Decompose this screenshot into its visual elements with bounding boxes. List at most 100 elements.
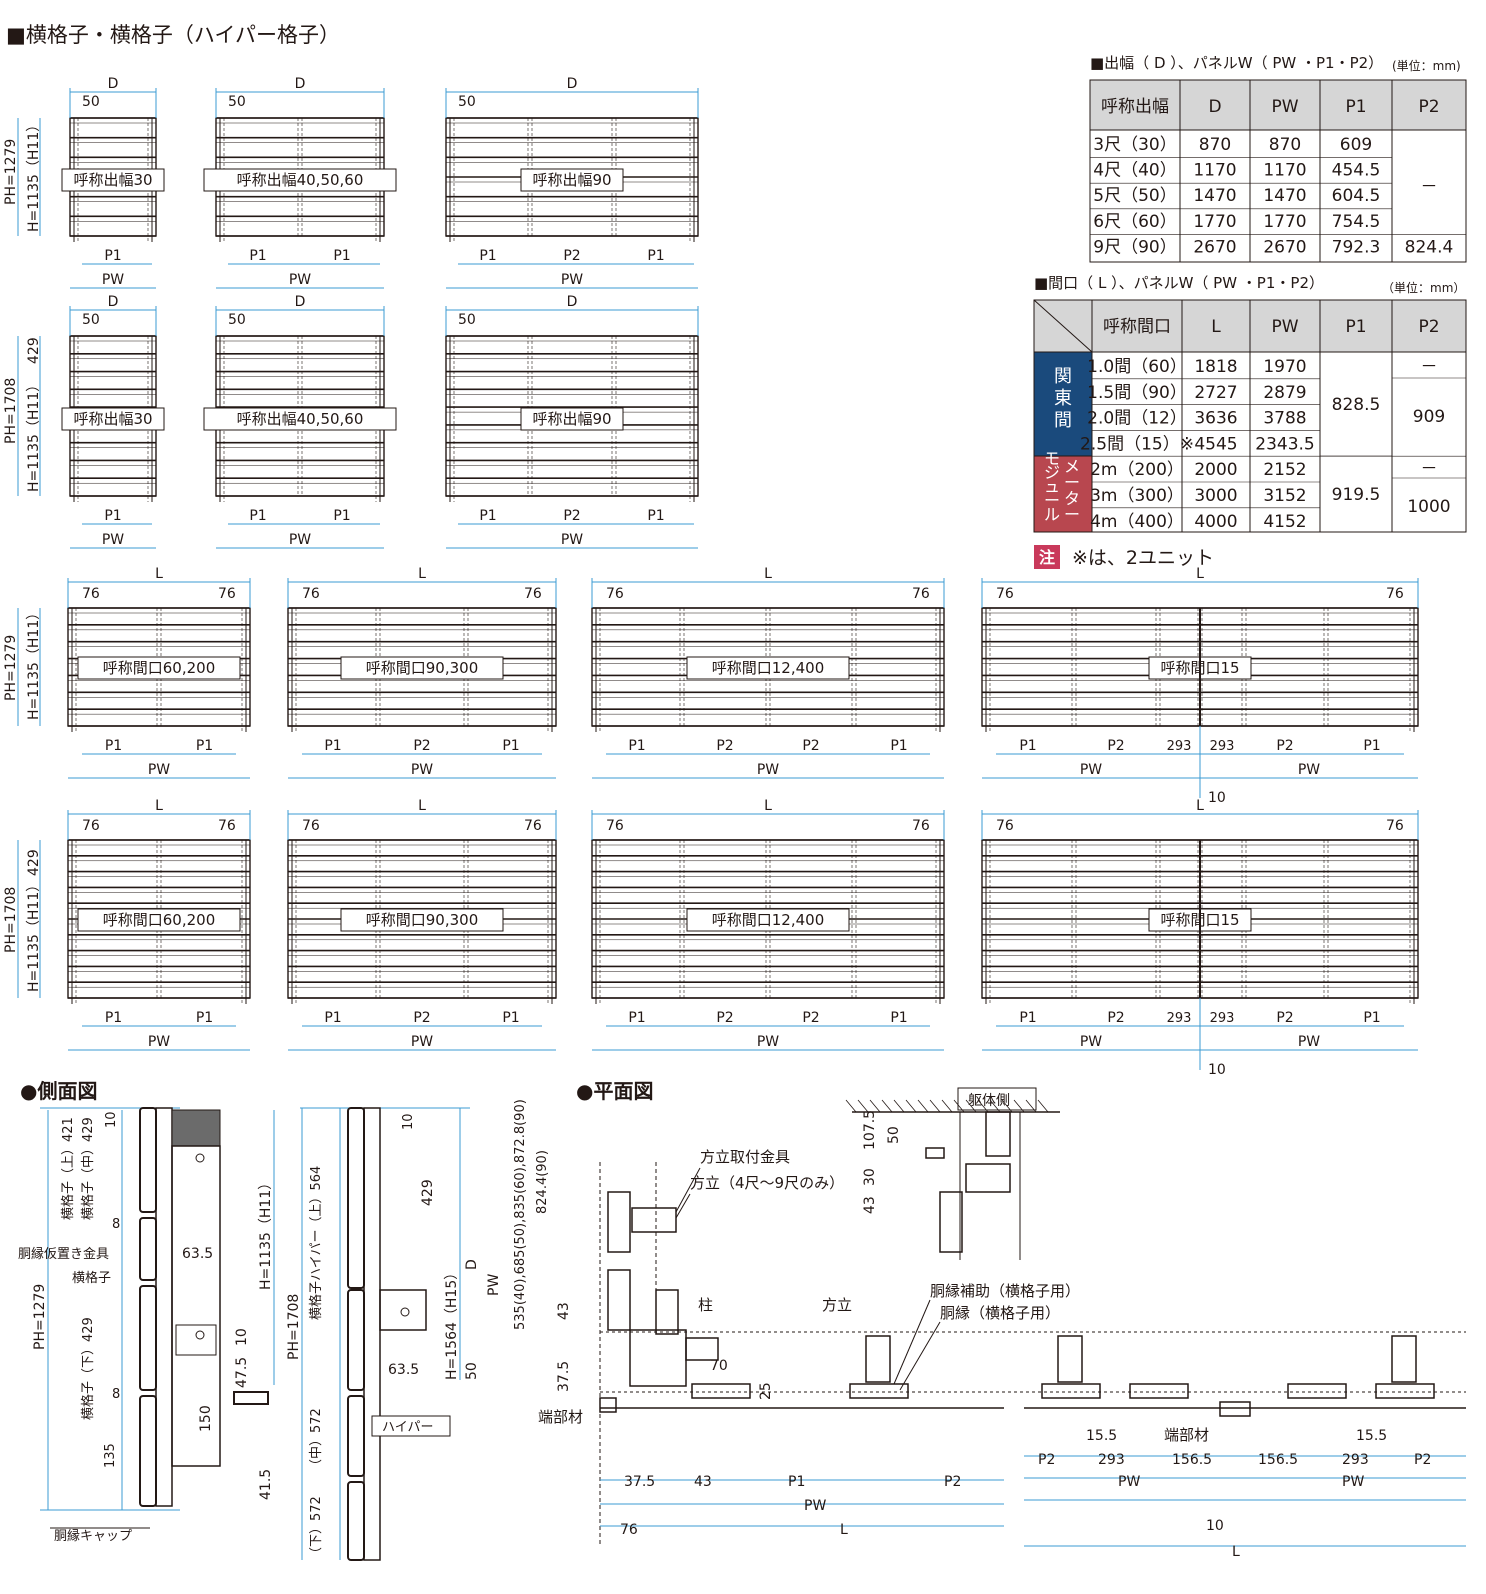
l-panel-r1-c1-p2: P1 xyxy=(502,1010,519,1026)
l-panel-r1-c3-p2: 293 xyxy=(1167,1011,1192,1026)
l-panel-r1-c1-76a: 76 xyxy=(302,818,320,834)
l-panel-r1-c2-76b: 76 xyxy=(912,818,930,834)
table2-p2-dash2: － xyxy=(1421,459,1438,479)
table1-cell-4-4: 824.4 xyxy=(1405,237,1454,257)
side-view-title: ●側面図 xyxy=(20,1079,97,1103)
l-panel-r1-c2-label: 呼称間口12,400 xyxy=(712,911,825,929)
side-ph1279: PH=1279 xyxy=(32,1284,48,1350)
table2-p2-dash1: － xyxy=(1421,357,1438,377)
d-row0-ph: PH=1279 xyxy=(3,139,19,205)
l-panel-r0-c0: 呼称間口60,200 xyxy=(67,607,251,732)
plan-d50b: 50 xyxy=(464,1362,480,1380)
table2-cell-3-0: 2.5間（15）※ xyxy=(1080,434,1194,454)
l-panel-r1-c0-p0: P1 xyxy=(105,1010,122,1026)
plan-PW: PW xyxy=(804,1498,826,1514)
l-panel-r0-c0-76b: 76 xyxy=(218,586,236,602)
d-panel-r1-c0-p0: P1 xyxy=(104,508,121,524)
l-row0-h: H=1135（H11） xyxy=(26,606,42,720)
table1-cell-2-1: 1470 xyxy=(1193,186,1236,206)
table1-cell-1-2: 1170 xyxy=(1263,161,1306,181)
d-panel-r0-c2-label: 呼称出幅90 xyxy=(532,171,611,189)
table2-group1: 関東間 xyxy=(1054,366,1072,431)
plan-d76: 76 xyxy=(620,1522,638,1538)
l-panel-r1-c1-L: L xyxy=(418,798,426,814)
l-panel-r1-c3-10: 10 xyxy=(1208,1062,1226,1078)
d-row1-h: H=1135（H11） xyxy=(26,378,42,492)
table2-cell-4-0: 2m（200） xyxy=(1090,460,1184,480)
l-panel-r0-c0-76a: 76 xyxy=(82,586,100,602)
plan-d43c: 43 xyxy=(694,1474,712,1490)
table2-cell-2-2: 3788 xyxy=(1263,409,1306,429)
plan-hodate-kanagu: 方立取付金具 xyxy=(700,1148,790,1166)
table1-cell-2-3: 604.5 xyxy=(1332,186,1381,206)
d-panel-r1-c2-50: 50 xyxy=(458,312,476,328)
table1-cell-4-2: 2670 xyxy=(1263,237,1306,257)
table2-cell-2-1: 3636 xyxy=(1194,409,1237,429)
hyper-d63-5: 63.5 xyxy=(388,1362,419,1378)
plan-D: D xyxy=(464,1259,480,1270)
table1-p2-merged: － xyxy=(1421,177,1438,197)
table2-cell-5-0: 3m（300） xyxy=(1090,486,1184,506)
plan-kutai: 躯体側 xyxy=(968,1093,1010,1109)
plan-hashira: 柱 xyxy=(698,1296,713,1314)
d-panel-r0-c0-PW: PW xyxy=(102,272,124,288)
table2-cell-0-0: 1.0間（60） xyxy=(1087,357,1187,377)
plan-d43b: 43 xyxy=(556,1302,572,1320)
l-panel-r1-c2-p1: P2 xyxy=(716,1010,733,1026)
l-panel-r0-c3-L: L xyxy=(1196,566,1204,582)
table1-cell-0-3: 609 xyxy=(1340,135,1372,155)
l-panel-r0-c1-76b: 76 xyxy=(524,586,542,602)
l-panel-r0-c1-p2: P1 xyxy=(502,738,519,754)
d-panel-r1-c0-D: D xyxy=(108,294,119,310)
d-panel-r0-c2-D: D xyxy=(567,76,578,92)
l-panel-r1-c3-p4: P2 xyxy=(1276,1010,1293,1026)
side-d8b: 8 xyxy=(112,1387,120,1402)
l-panel-r0-c3-PWb: PW xyxy=(1298,762,1320,778)
l-panel-r0-c3-p3: 293 xyxy=(1210,739,1235,754)
table2-cell-0-2: 1970 xyxy=(1263,357,1306,377)
table1-cell-3-0: 6尺（60） xyxy=(1093,212,1176,232)
l-panel-r0-c1: 呼称間口90,300 xyxy=(287,607,557,732)
d-row1-h429: 429 xyxy=(26,337,42,364)
l-panel-r0-c0-L: L xyxy=(155,566,163,582)
l-row0-ph: PH=1279 xyxy=(3,635,19,701)
d-panel-r1-c2-p2: P1 xyxy=(647,508,664,524)
hyper-h1564: H=1564（H15） xyxy=(444,1266,460,1380)
d-panel-r1-c2-PW: PW xyxy=(561,532,583,548)
l-panel-r0-c2-76a: 76 xyxy=(606,586,624,602)
plan-P2a: P2 xyxy=(1038,1452,1055,1468)
l-panel-r1-c0-label: 呼称間口60,200 xyxy=(103,911,216,929)
d-panel-r0-c2-p1: P2 xyxy=(563,248,580,264)
side-d63-5: 63.5 xyxy=(182,1246,213,1262)
table1-cell-4-1: 2670 xyxy=(1193,237,1236,257)
plan-doubuchi: 胴縁（横格子用） xyxy=(940,1304,1060,1322)
l-panel-r0-c3-p4: P2 xyxy=(1276,738,1293,754)
l-panel-r0-c1-PW: PW xyxy=(411,762,433,778)
l-panel-r1-c1-p0: P1 xyxy=(324,1010,341,1026)
table1-header-4: P2 xyxy=(1418,97,1439,117)
l-panel-r0-c1-p0: P1 xyxy=(324,738,341,754)
table2-cell-5-1: 3000 xyxy=(1194,486,1237,506)
l-panel-r0-c1-p1: P2 xyxy=(413,738,430,754)
side-koshi: 横格子 xyxy=(72,1270,111,1286)
l-panel-r0-c2-p0: P1 xyxy=(628,738,645,754)
table2-p1-meter: 919.5 xyxy=(1332,485,1381,505)
d-panel-r0-c2-PW: PW xyxy=(561,272,583,288)
d-panel-r1-c2-p1: P2 xyxy=(563,508,580,524)
d-panel-r1-c2-D: D xyxy=(567,294,578,310)
note-mark: 注 xyxy=(1039,548,1055,567)
plan-d156-5b: 156.5 xyxy=(1258,1452,1298,1468)
l-panel-r1-c1: 呼称間口90,300 xyxy=(287,839,557,1004)
plan-PWb: PW xyxy=(1342,1474,1364,1490)
table2-header-2: PW xyxy=(1271,317,1298,337)
plan-view-title: ●平面図 xyxy=(576,1079,653,1103)
d-panel-r0-c2-p2: P1 xyxy=(647,248,664,264)
l-panel-r1-c1-label: 呼称間口90,300 xyxy=(366,911,479,929)
plan-hodate: 方立（4尺～9尺のみ） xyxy=(690,1174,844,1192)
hyper-upper: 横格子ハイパー（上）564 xyxy=(308,1166,324,1320)
l-row1-h429: 429 xyxy=(26,849,42,876)
plan-P2: P2 xyxy=(944,1474,961,1490)
table1-cell-1-0: 4尺（40） xyxy=(1093,161,1176,181)
